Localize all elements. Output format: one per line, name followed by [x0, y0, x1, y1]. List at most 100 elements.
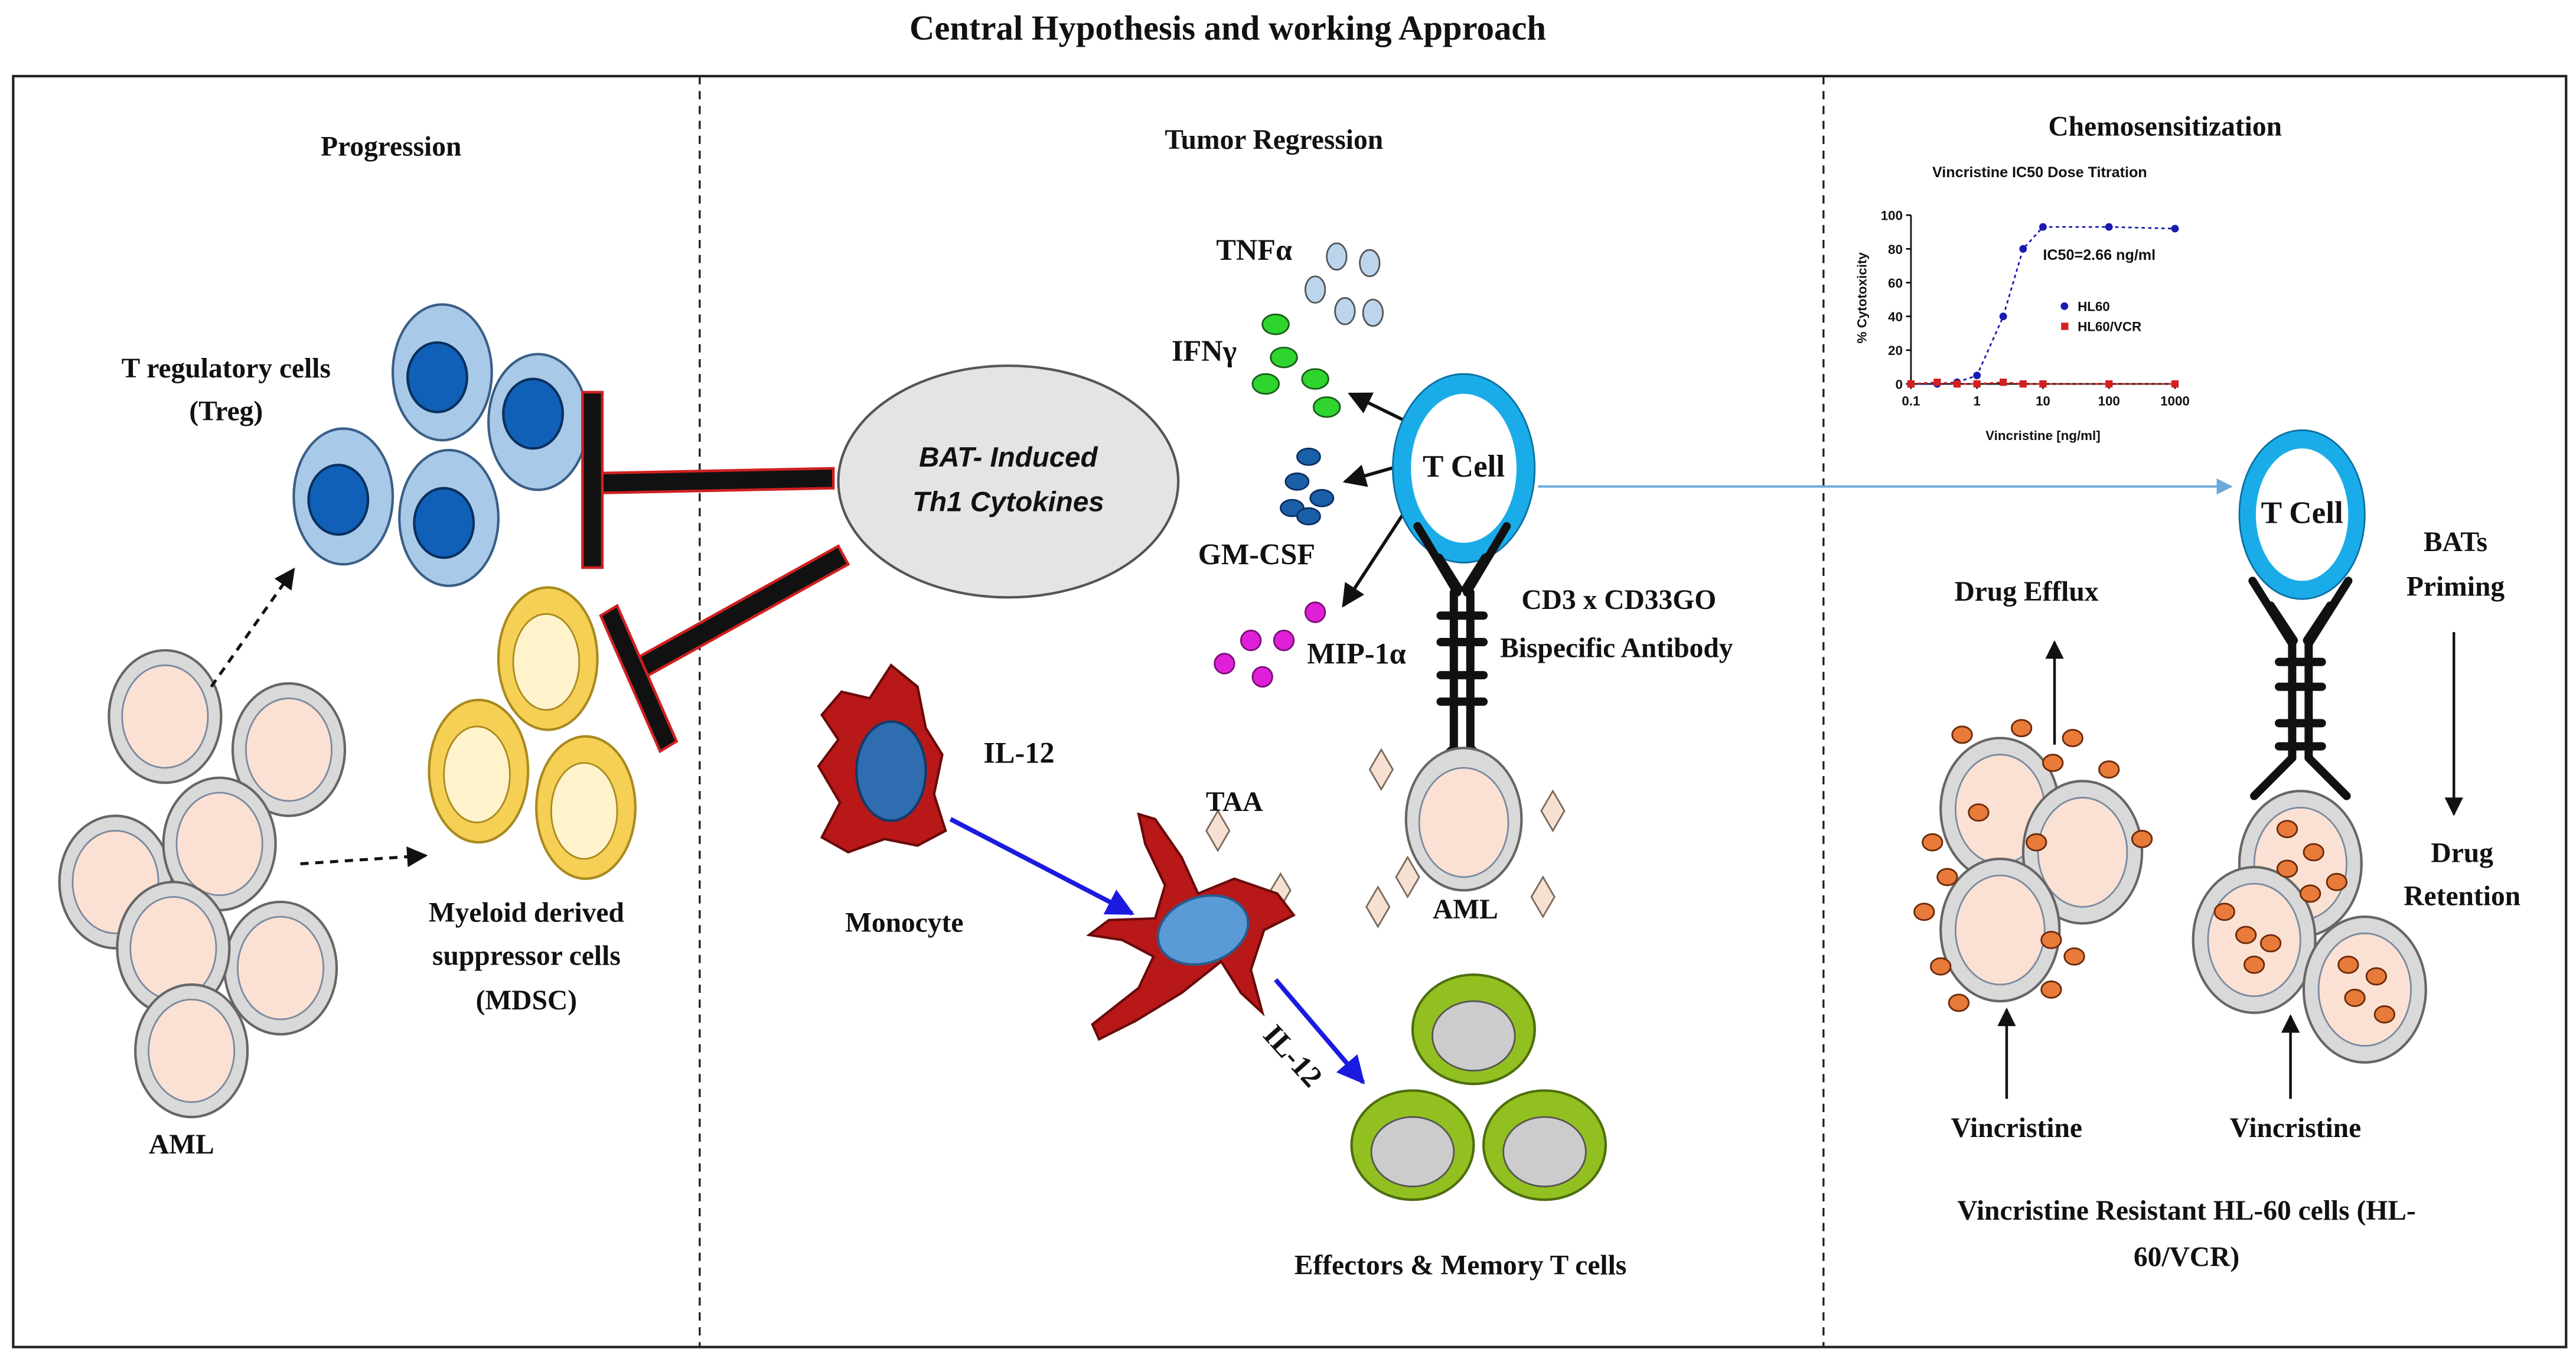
chart-point — [1999, 378, 2007, 386]
aml-cell — [107, 649, 223, 784]
mip-molecules — [1214, 601, 1326, 688]
treg-cell — [398, 448, 500, 587]
chart-x-tick-label: 1000 — [2160, 393, 2190, 408]
chart-legend-marker — [2061, 322, 2069, 330]
treg-cell — [487, 353, 589, 491]
chart-x-tick-label: 1 — [1973, 393, 1980, 408]
chart-point — [2171, 380, 2179, 388]
chart-xlabel: Vincristine [ng/ml] — [1985, 428, 2101, 443]
chemo-panel: Chemosensitization Vincristine IC50 Dose… — [1854, 112, 2520, 1273]
vincristine-molecules-efflux — [1913, 719, 2153, 1012]
monocyte — [817, 663, 947, 854]
vincristine-molecules-retained — [2213, 820, 2396, 1024]
chart-point — [2019, 245, 2027, 253]
bispecific-antibody-chemo — [2248, 576, 2353, 800]
dendritic-cell — [1086, 812, 1296, 1041]
resistant-label-line1: Vincristine Resistant HL-60 cells (HL- — [1957, 1195, 2415, 1226]
arrow-aml-to-treg — [210, 567, 295, 688]
inhibition-arrow-mdsc — [599, 544, 850, 754]
chart-y-tick-label: 80 — [1888, 242, 1903, 257]
mdsc-cell — [535, 735, 637, 880]
arrow-to-ifn — [1348, 392, 1412, 425]
chart-ylabel: % Cytotoxicity — [1854, 252, 1869, 344]
aml-label-target: AML — [1433, 894, 1498, 925]
t-cell-chemo — [2238, 429, 2366, 600]
drug-retention-line1: Drug — [2431, 838, 2493, 869]
drug-efflux-label: Drug Efflux — [1954, 576, 2098, 607]
monocyte-label: Monocyte — [845, 907, 963, 938]
chart-legend-label: HL60 — [2078, 299, 2110, 314]
bats-label-line2: Priming — [2407, 572, 2505, 602]
chart-point — [1933, 378, 1941, 386]
chart-point — [2105, 380, 2113, 388]
mdsc-cell — [497, 586, 599, 731]
resistant-cell — [1939, 737, 2061, 882]
chart-y-tick-label: 60 — [1888, 276, 1903, 291]
chart-point — [1907, 380, 1915, 388]
t-cell-chemo-label: T Cell — [2261, 496, 2343, 530]
progression-panel: Progression T regulatory cells (Treg) — [58, 131, 637, 1160]
arrow-aml-to-mdsc — [300, 846, 428, 868]
mdsc-cell — [428, 699, 530, 844]
vincristine-label-left: Vincristine — [1951, 1113, 2082, 1144]
resistant-label-line2: 60/VCR) — [2134, 1242, 2239, 1272]
arrow-dc-to-effectors — [1274, 978, 1365, 1084]
treg-cell — [292, 427, 394, 566]
chemo-heading: Chemosensitization — [2048, 112, 2282, 142]
aml-cell — [134, 983, 249, 1119]
figure-title: Central Hypothesis and working Approach — [909, 9, 1546, 47]
inhibition-arrow-treg — [581, 390, 835, 569]
ic50-chart: Vincristine IC50 Dose Titration % Cytoto… — [1854, 164, 2189, 444]
chart-point — [1953, 380, 1961, 388]
aml-cell — [162, 776, 277, 912]
gmcsf-molecules — [1280, 447, 1335, 526]
chart-y-tick-label: 40 — [1888, 310, 1903, 324]
chart-legend-marker — [2060, 302, 2069, 310]
chart-y-tick-label: 20 — [1888, 343, 1903, 358]
resistant-cell — [2021, 780, 2144, 925]
arrow-monocyte-to-dc — [949, 817, 1135, 916]
effector-t-cell — [1482, 1089, 1607, 1201]
tnf-alpha-label: TNFα — [1216, 233, 1292, 266]
chart-point — [1973, 380, 1981, 388]
t-cell-label: T Cell — [1423, 449, 1505, 484]
chart-y-tick-label: 0 — [1895, 377, 1902, 392]
chart-x-tick-label: 10 — [2036, 393, 2050, 408]
chart-point — [1973, 372, 1981, 380]
chart-y-tick-label: 100 — [1881, 208, 1903, 223]
mdsc-label-line3: (MDSC) — [476, 985, 577, 1016]
ifn-molecules — [1251, 313, 1341, 418]
progression-heading: Progression — [321, 131, 461, 162]
gm-csf-label: GM-CSF — [1198, 537, 1315, 571]
aml-cell — [116, 881, 231, 1016]
chart-point — [2105, 223, 2113, 231]
bat-label-line2: Th1 Cytokines — [912, 487, 1104, 518]
taa-antigens — [1205, 748, 1566, 929]
tnf-molecules — [1304, 242, 1384, 327]
treg-label-line2: (Treg) — [189, 396, 263, 427]
aml-cell — [223, 900, 338, 1036]
chart-x-tick-label: 100 — [2098, 393, 2120, 408]
chart-legend-label: HL60/VCR — [2078, 319, 2141, 334]
treg-label-line1: T regulatory cells — [122, 353, 331, 384]
aml-cell — [231, 682, 347, 817]
bispecific-antibody — [1413, 522, 1511, 786]
aml-cell-target — [1404, 747, 1523, 892]
treg-cell — [391, 303, 493, 442]
mdsc-label-line2: suppressor cells — [432, 940, 621, 971]
mdsc-label-line1: Myeloid derived — [429, 898, 624, 929]
antibody-label-line2: Bispecific Antibody — [1500, 633, 1733, 663]
chart-annotation: IC50=2.66 ng/ml — [2043, 247, 2156, 263]
chart-x-tick-label: 0.1 — [1902, 393, 1920, 408]
aml-label-progression: AML — [149, 1129, 214, 1160]
effectors-label: Effectors & Memory T cells — [1294, 1250, 1627, 1281]
drug-retention-line2: Retention — [2404, 881, 2520, 911]
il12-label-top: IL-12 — [983, 737, 1054, 770]
chart-title: Vincristine IC50 Dose Titration — [1932, 164, 2147, 181]
effector-t-cell — [1350, 1089, 1475, 1201]
chart-point — [2171, 224, 2179, 233]
arrow-to-mip — [1342, 509, 1408, 608]
regression-heading: Tumor Regression — [1165, 125, 1383, 155]
effector-t-cell — [1411, 973, 1536, 1086]
